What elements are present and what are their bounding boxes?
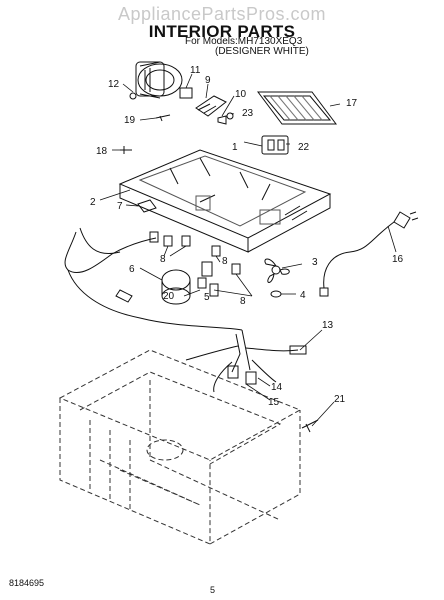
- fan-blade-3: [264, 258, 290, 283]
- callout-22: 22: [298, 142, 310, 153]
- callout-19: 19: [124, 115, 136, 126]
- chassis-base: [118, 149, 332, 253]
- part-7: [137, 199, 157, 213]
- callout-11: 11: [190, 65, 201, 76]
- model-line: For Models:MH7130XEQ3: [185, 36, 303, 47]
- callout-18: 18: [96, 146, 108, 157]
- washer-4: [270, 290, 282, 298]
- screw-18: [120, 146, 132, 154]
- callout-12: 12: [108, 79, 120, 90]
- callout-23: 23: [242, 108, 254, 119]
- callout-7: 7: [117, 201, 123, 212]
- callout-2: 2: [90, 197, 96, 208]
- part-5: [201, 261, 213, 277]
- callout-17: 17: [346, 98, 358, 109]
- cabinet-outline: [58, 349, 302, 545]
- screw-21: [301, 419, 319, 433]
- callout-8a: 8: [160, 254, 166, 265]
- callout-10: 10: [235, 89, 247, 100]
- callout-labels: 1 2 3 4 5 6 7 8 8 8 9 10 11 12 13 14 15 …: [90, 65, 404, 408]
- fan-motor: [129, 61, 183, 100]
- color-line: (DESIGNER WHITE): [215, 46, 309, 57]
- watermark: AppliancePartsPros.com: [117, 4, 327, 24]
- screw-19: [155, 114, 171, 122]
- callout-13: 13: [322, 320, 334, 331]
- power-cord-16: [319, 211, 419, 297]
- callout-21: 21: [334, 394, 346, 405]
- page-number: 5: [210, 585, 216, 595]
- callout-6: 6: [129, 264, 135, 275]
- document-number: 8184695: [9, 578, 45, 588]
- callout-20: 20: [163, 291, 175, 302]
- callout-16: 16: [392, 254, 404, 265]
- wire-harness: [64, 227, 243, 331]
- part-20: [209, 283, 219, 297]
- filter-17: [257, 91, 337, 125]
- part-9: [195, 95, 227, 117]
- part-10: [217, 115, 227, 125]
- part-11: [179, 87, 193, 99]
- callout-8c: 8: [240, 296, 246, 307]
- callout-14: 14: [271, 382, 283, 393]
- harness-lower: [185, 329, 307, 393]
- callout-9: 9: [205, 75, 211, 86]
- callout-1: 1: [232, 142, 238, 153]
- callout-4: 4: [300, 290, 306, 301]
- callout-8b: 8: [222, 256, 228, 267]
- connectors-8: [163, 235, 241, 289]
- page-title: INTERIOR PARTS: [148, 22, 296, 41]
- part-22: [261, 135, 289, 155]
- callout-15: 15: [268, 397, 280, 408]
- callout-3: 3: [312, 257, 318, 268]
- callout-5: 5: [204, 292, 210, 303]
